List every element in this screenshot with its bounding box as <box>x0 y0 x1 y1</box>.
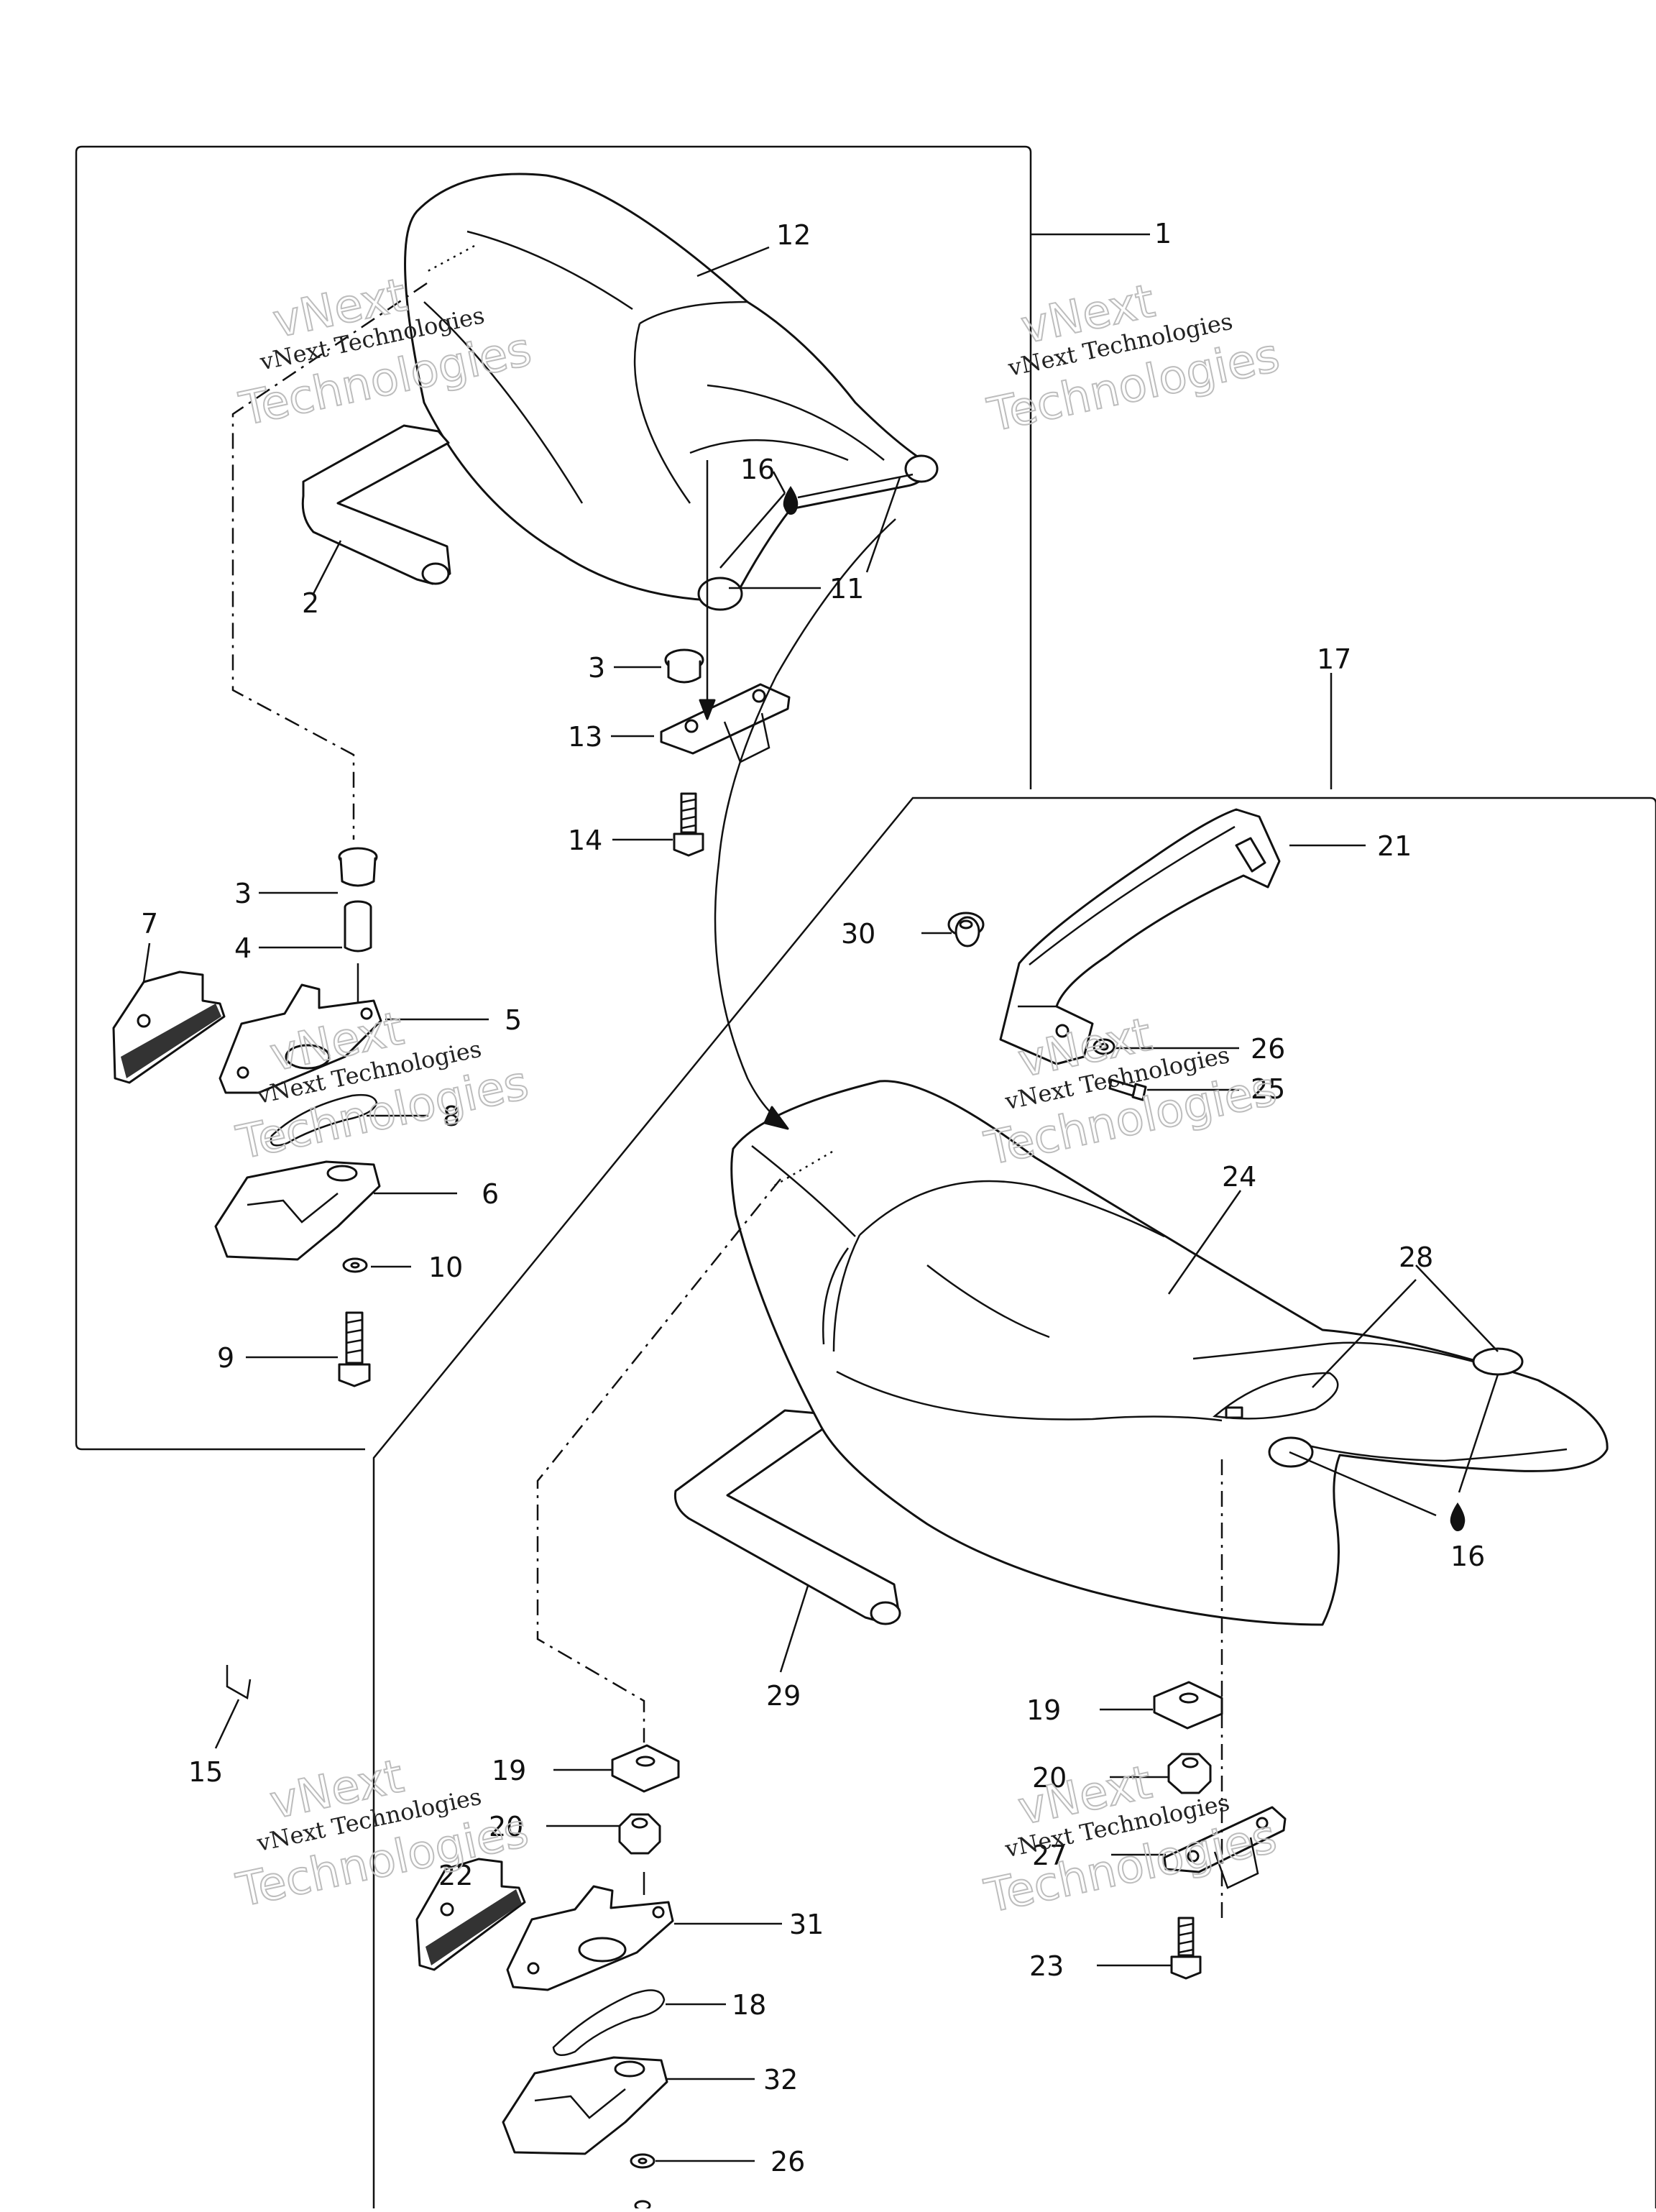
latch-housing-part-6 <box>214 1160 381 1261</box>
assembly-line-left <box>231 282 428 840</box>
screw-part-14 <box>673 792 704 857</box>
assembly-arrow-seat <box>714 518 896 1122</box>
latch-base-part-5 <box>218 983 382 1094</box>
assembly-line-lower <box>536 1178 781 1743</box>
screw-part-23 <box>1170 1917 1202 1980</box>
washer-part-10 <box>342 1257 368 1273</box>
callout-6: 6 <box>482 1178 499 1210</box>
callout-13: 13 <box>568 721 602 753</box>
callout-20-right: 20 <box>1032 1762 1067 1794</box>
callout-12: 12 <box>776 219 811 251</box>
spacer-part-4 <box>344 900 372 953</box>
callout-20-lower: 20 <box>489 1811 523 1842</box>
callout-7: 7 <box>141 908 158 940</box>
callout-14: 14 <box>568 825 602 856</box>
group-frame-1 <box>75 145 1032 1451</box>
spring-part-8 <box>270 1093 378 1147</box>
callout-8: 8 <box>443 1101 460 1132</box>
callout-32: 32 <box>763 2064 798 2096</box>
assembly-arrow-seat-head <box>763 1106 789 1130</box>
callout-15: 15 <box>188 1756 223 1788</box>
callout-4: 4 <box>234 932 252 964</box>
grab-handle-part-21 <box>999 808 1281 1065</box>
nut-part-20-lower <box>618 1813 661 1855</box>
spring-part-18 <box>552 1989 666 2057</box>
callout-3-top: 3 <box>588 652 605 684</box>
latch-base-part-31 <box>506 1885 674 1991</box>
watermark-low-right: vNext vNext Technologies Technologies <box>980 1756 1282 1925</box>
symbol-part-15 <box>226 1665 252 1699</box>
bracket-part-13 <box>660 683 791 763</box>
callout-28: 28 <box>1399 1242 1433 1273</box>
callout-10: 10 <box>428 1252 463 1283</box>
latch-housing-part-32 <box>502 2056 668 2155</box>
seat-cover-part-24 <box>730 1080 1609 1626</box>
callout-16-upper: 16 <box>740 454 775 485</box>
callout-30: 30 <box>841 918 875 950</box>
seat-strap-part-2 <box>301 424 451 585</box>
callout-22: 22 <box>438 1860 473 1891</box>
callout-26-upper: 26 <box>1251 1033 1285 1065</box>
nut-part-20-right <box>1167 1753 1212 1794</box>
screw-part-9 <box>338 1311 371 1387</box>
grommet-part-30 <box>947 912 985 947</box>
screw-part-partial-bottom <box>634 2200 651 2211</box>
seat-cover-part-12 <box>404 173 939 611</box>
sealant-drop-icon-lower <box>1450 1502 1466 1531</box>
nut-part-19-lower <box>611 1744 680 1793</box>
watermark-top-right: vNext vNext Technologies Technologies <box>983 274 1285 444</box>
grommet-part-3-top <box>664 648 704 684</box>
callout-9: 9 <box>217 1342 234 1374</box>
callout-19-right: 19 <box>1026 1694 1061 1726</box>
callout-23: 23 <box>1029 1950 1064 1982</box>
callout-11: 11 <box>829 573 864 605</box>
callout-21: 21 <box>1377 830 1412 862</box>
callout-labels: 1 12 16 11 2 3 13 14 17 3 4 7 5 8 6 10 9… <box>141 218 1485 2177</box>
callout-2: 2 <box>302 587 319 619</box>
bumper-part-3 <box>338 847 378 887</box>
callout-5: 5 <box>505 1004 522 1036</box>
latch-part-22 <box>415 1858 526 1971</box>
callout-27: 27 <box>1032 1840 1067 1871</box>
callout-24: 24 <box>1222 1161 1256 1193</box>
seat-strap-part-29 <box>673 1409 901 1625</box>
screw-part-25 <box>1108 1078 1147 1101</box>
sealant-drop-icon-upper <box>783 486 799 515</box>
assembly-arrow-bracket-head <box>699 699 716 720</box>
callout-16-lower: 16 <box>1450 1541 1485 1572</box>
latch-part-7 <box>112 970 226 1084</box>
bracket-part-27 <box>1163 1806 1287 1889</box>
callout-26-lower: 26 <box>770 2146 805 2177</box>
washer-part-26-lower <box>630 2153 656 2169</box>
callout-31: 31 <box>789 1909 824 1940</box>
leader-lines <box>142 233 1499 2162</box>
nut-part-19-right <box>1153 1681 1223 1730</box>
callout-17: 17 <box>1317 643 1351 675</box>
callout-19-lower: 19 <box>492 1755 526 1786</box>
callout-3-left: 3 <box>234 878 252 909</box>
callout-1: 1 <box>1154 218 1172 249</box>
callout-29: 29 <box>766 1680 801 1712</box>
washer-part-26-upper <box>1092 1038 1116 1055</box>
callout-18: 18 <box>732 1989 766 2021</box>
callout-25: 25 <box>1251 1073 1285 1105</box>
